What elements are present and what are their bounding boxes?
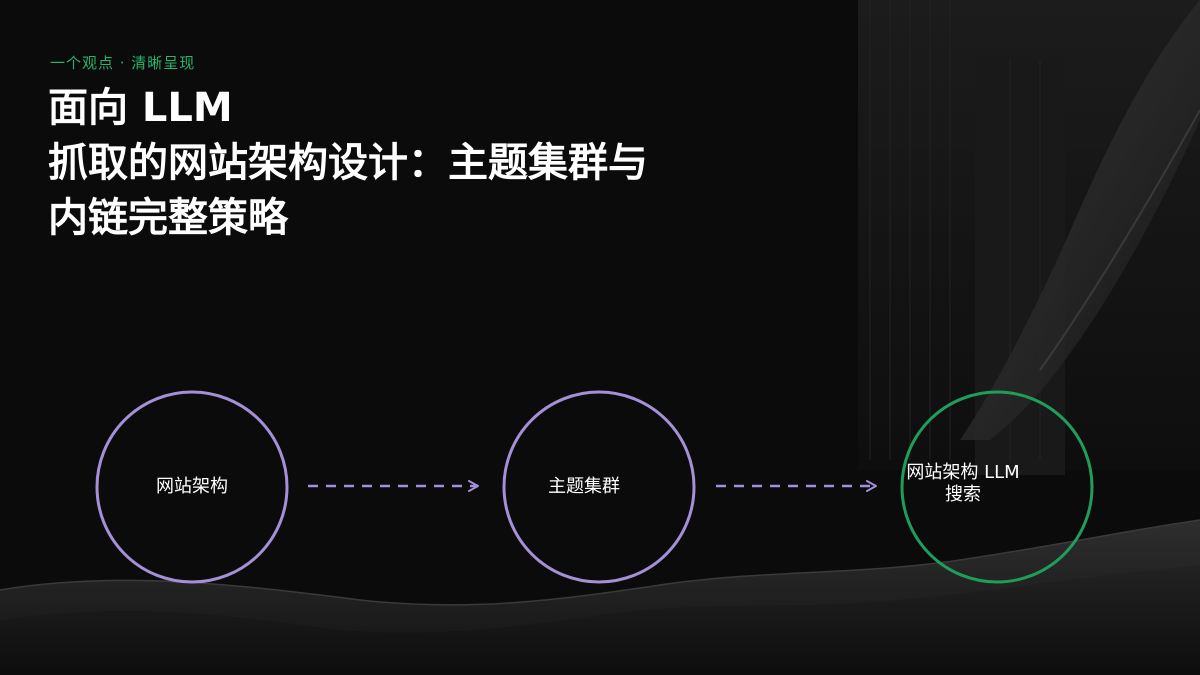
node-topic-cluster bbox=[502, 390, 696, 584]
node-label-line: 网站架构 LLM bbox=[906, 462, 1020, 483]
title-line: 抓取的网站架构设计：主题集群与 bbox=[48, 140, 648, 186]
node-label: 网站架构 bbox=[112, 476, 272, 498]
title-line: 面向 LLM bbox=[48, 85, 233, 131]
background-ribbon-edge bbox=[1039, 109, 1200, 371]
node-label: 主题集群 bbox=[504, 476, 664, 498]
node-llm-search bbox=[900, 390, 1094, 584]
background-ribbon bbox=[960, 0, 1200, 440]
node-website-architecture bbox=[95, 390, 289, 584]
node-label: 网站架构 LLM 搜索 bbox=[873, 462, 1053, 506]
background-wave-front bbox=[0, 565, 1200, 675]
eyebrow-tagline: 一个观点 · 清晰呈现 bbox=[50, 54, 196, 72]
background-wave-highlight bbox=[0, 519, 1200, 606]
page-title: 面向 LLM 抓取的网站架构设计：主题集群与 内链完整策略 bbox=[48, 81, 808, 246]
title-line: 内链完整策略 bbox=[48, 195, 288, 241]
node-label-line: 搜索 bbox=[945, 484, 981, 505]
node-label-line: 网站架构 bbox=[156, 476, 228, 497]
background-column-lines bbox=[869, 0, 1041, 460]
node-label-line: 主题集群 bbox=[548, 476, 620, 497]
